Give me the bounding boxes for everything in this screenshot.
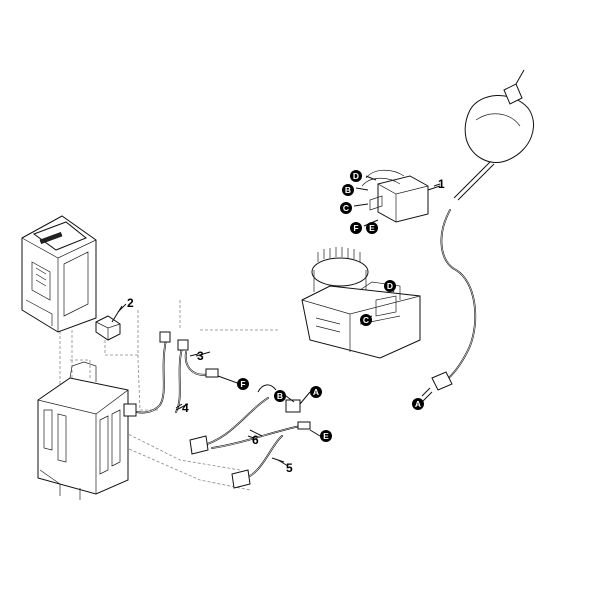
connector-b-badge: B: [342, 184, 354, 196]
part-label-1: 1: [438, 177, 445, 191]
connector-c-badge: C: [340, 202, 352, 214]
part-label-6: 6: [252, 433, 259, 447]
svg-text:A: A: [415, 399, 421, 409]
motor-assembly: [301, 247, 421, 359]
base-housing: [37, 361, 129, 500]
part-3-lead: [184, 351, 219, 378]
connector-d-badge: D: [350, 170, 362, 182]
svg-text:A: A: [313, 387, 319, 397]
part-label-2: 2: [127, 296, 134, 310]
connector-e-badge: E: [366, 222, 378, 234]
connector-b-harness-badge: B: [274, 390, 286, 402]
part-label-4: 4: [182, 401, 189, 415]
connector-c-motor-badge: C: [360, 314, 372, 326]
svg-text:F: F: [240, 379, 245, 389]
svg-text:D: D: [353, 171, 359, 181]
connector-f-lead-badge: F: [237, 378, 249, 390]
part-label-3: 3: [197, 349, 204, 363]
part-5-lead: [231, 435, 285, 489]
part-6-harness: [189, 384, 311, 455]
part-1-module: [361, 169, 441, 223]
svg-text:D: D: [387, 281, 393, 291]
part-4-harness: [123, 331, 189, 417]
connector-d-motor-badge: D: [384, 280, 396, 292]
svg-text:C: C: [363, 315, 369, 325]
svg-text:E: E: [369, 223, 375, 233]
connector-e-harness-badge: E: [320, 430, 332, 442]
connector-a-cable-badge: A: [412, 398, 424, 410]
svg-text:B: B: [277, 391, 283, 401]
part-2-module: [95, 305, 123, 341]
connector-f-badge: F: [350, 222, 362, 234]
svg-text:E: E: [323, 431, 329, 441]
svg-text:B: B: [345, 185, 351, 195]
svg-text:F: F: [353, 223, 358, 233]
battery-pack: [21, 215, 97, 333]
svg-text:C: C: [343, 203, 349, 213]
part-label-5: 5: [286, 461, 293, 475]
connector-a-harness-badge: A: [310, 386, 322, 398]
connector-badges: D B C F E D C F: [237, 170, 424, 442]
part-number-labels: 1 2 3 4 5 6: [127, 177, 445, 475]
lamp-head-assembly: [421, 69, 534, 397]
